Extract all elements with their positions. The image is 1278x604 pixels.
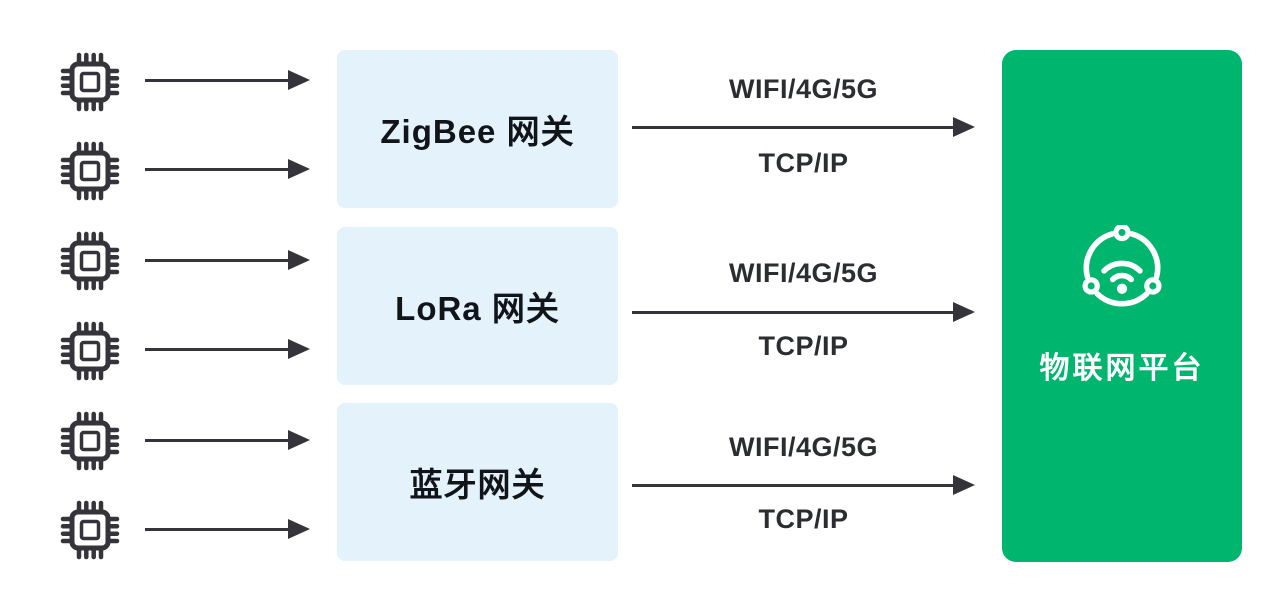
link-protocol-top-label: WIFI/4G/5G [728,258,879,288]
iot-network-wifi-icon [1077,223,1167,315]
gateway-box-bluetooth: 蓝牙网关 [337,403,618,561]
link-protocol-bottom-label: TCP/IP [758,148,849,178]
link-arrow [632,302,975,322]
device-arrow [145,250,310,270]
platform-label: 物联网平台 [1039,352,1205,385]
link-protocol-top-label: WIFI/4G/5G [728,432,879,462]
chip-icon [58,50,122,114]
link-protocol-bottom-label: TCP/IP [758,504,849,534]
link-arrow [632,117,975,137]
link-arrow [632,475,975,495]
link-protocol-top-label: WIFI/4G/5G [728,74,879,104]
device-arrow [145,430,310,450]
link-protocol-bottom-label: TCP/IP [758,331,849,361]
chip-icon [58,498,122,562]
chip-icon [58,409,122,473]
gateway-label: ZigBee 网关 [380,113,575,150]
chip-icon [58,139,122,203]
device-arrow [145,159,310,179]
device-arrow [145,339,310,359]
gateway-box-lora: LoRa 网关 [337,227,618,385]
device-arrow [145,70,310,90]
gateway-label: 蓝牙网关 [409,466,546,503]
chip-icon [58,229,122,293]
gateway-box-zigbee: ZigBee 网关 [337,50,618,208]
device-arrow [145,519,310,539]
gateway-label: LoRa 网关 [395,290,560,327]
platform-box: 物联网平台 [1002,50,1242,562]
chip-icon [58,319,122,383]
